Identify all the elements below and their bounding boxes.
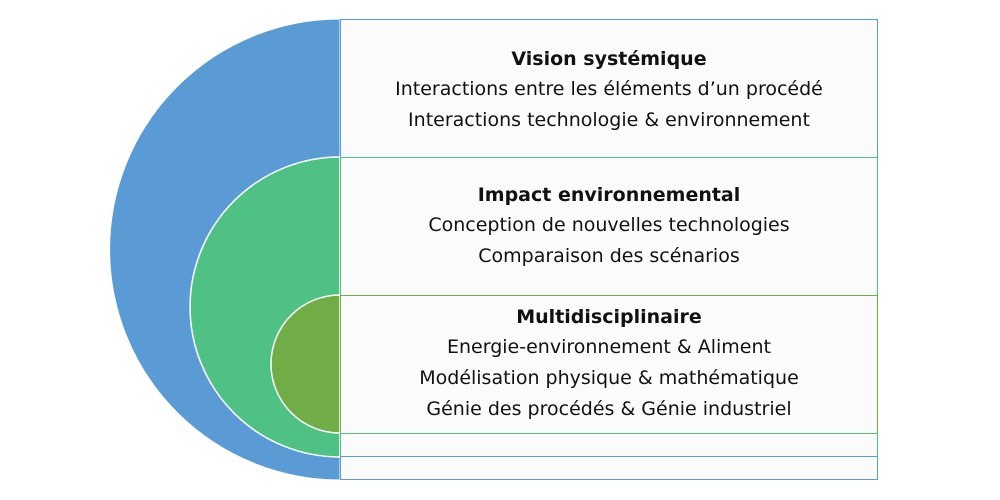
section-line: Interactions entre les éléments d’un pro… [395, 78, 823, 100]
section-multidisciplinaire: Multidisciplinaire Energie-environnement… [340, 295, 878, 434]
section-line: Comparaison des scénarios [478, 245, 740, 267]
outer-strip [340, 456, 878, 480]
section-impact: Impact environnemental Conception de nou… [340, 157, 878, 296]
section-title: Impact environnemental [477, 184, 741, 206]
section-line: Génie des procédés & Génie industriel [426, 398, 792, 420]
section-line: Modélisation physique & mathématique [419, 367, 799, 389]
section-title: Vision systémique [511, 48, 707, 70]
section-title: Multidisciplinaire [516, 306, 702, 328]
section-line: Conception de nouvelles technologies [428, 214, 790, 236]
middle-strip [340, 433, 878, 457]
section-line: Energie-environnement & Aliment [447, 336, 771, 358]
inner-half-circle [270, 294, 341, 434]
section-line: Interactions technologie & environnement [408, 109, 810, 131]
section-vision: Vision systémique Interactions entre les… [340, 19, 878, 158]
